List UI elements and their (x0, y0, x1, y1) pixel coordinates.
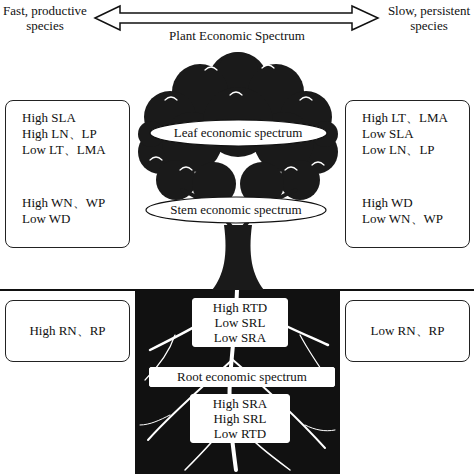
trait-box: High RN、RP (5, 300, 130, 362)
trait-box: High SLAHigh LN、LPLow LT、LMA High WN、WPLo… (5, 100, 130, 248)
leaf-mark (285, 167, 297, 170)
node-text: Leaf economic spectrum (174, 125, 303, 141)
leaf-mark (230, 92, 242, 95)
leaf-mark (180, 167, 192, 170)
trait-box: High LT、LMALow SLALow LN、LP High WDLow WN… (345, 100, 470, 248)
leaf-mark (150, 157, 162, 160)
node-text: Low WN、WP (362, 211, 443, 227)
trait-box: High RTDLow SRLLow SRA (192, 298, 288, 347)
ellipse-shape (146, 197, 326, 223)
node-text: High SLA (22, 110, 76, 126)
trait-box: Low RN、RP (345, 300, 470, 362)
leaf-mark (300, 97, 312, 100)
node-text: High LN、LP (22, 126, 97, 142)
node-text: Low WD (22, 211, 71, 227)
node-text: High WN、WP (22, 195, 105, 211)
node-text: High RN、RP (29, 323, 105, 339)
tree-trunk (212, 225, 264, 290)
root-line (140, 415, 170, 425)
soil-block (135, 290, 340, 474)
node-text: High WD (362, 195, 413, 211)
node-text: High RTD (213, 300, 267, 315)
leaf-mark (165, 97, 177, 100)
node-text: Low RN、RP (370, 323, 444, 339)
leaf-mark (312, 162, 324, 165)
text-label: Fast, productive species (3, 3, 87, 33)
node-text: Low SRL (215, 315, 266, 330)
tree-canopy (138, 52, 338, 206)
double-arrow (95, 6, 378, 30)
node-text: High LT、LMA (362, 110, 448, 126)
text-label: Plant Economic Spectrum (137, 28, 337, 43)
root-system (140, 290, 335, 470)
leaf-texture (150, 65, 324, 170)
node-text: Low LT、LMA (22, 142, 106, 158)
spectrum-ellipse: Stem economic spectrum (145, 196, 327, 224)
leaf-mark (205, 67, 217, 70)
node-text: Root economic spectrum (177, 369, 307, 385)
root-line (305, 425, 335, 431)
node-text: High SRA (213, 396, 268, 411)
spectrum-ellipse: Leaf economic spectrum (149, 119, 328, 147)
node-text: High SRL (213, 411, 266, 426)
trait-box: High SRAHigh SRLLow RTD (190, 394, 290, 443)
ellipse-shape (150, 120, 327, 146)
node-text: Low SLA (362, 126, 414, 142)
text-label: Slow, persistent species (387, 3, 471, 33)
leaf-mark (262, 65, 274, 68)
node-text: Low LN、LP (362, 142, 435, 158)
node-text: Low SRA (214, 330, 266, 345)
trait-box: Root economic spectrum (149, 367, 335, 387)
node-text: Low RTD (214, 426, 266, 441)
node-text: Stem economic spectrum (170, 202, 301, 218)
